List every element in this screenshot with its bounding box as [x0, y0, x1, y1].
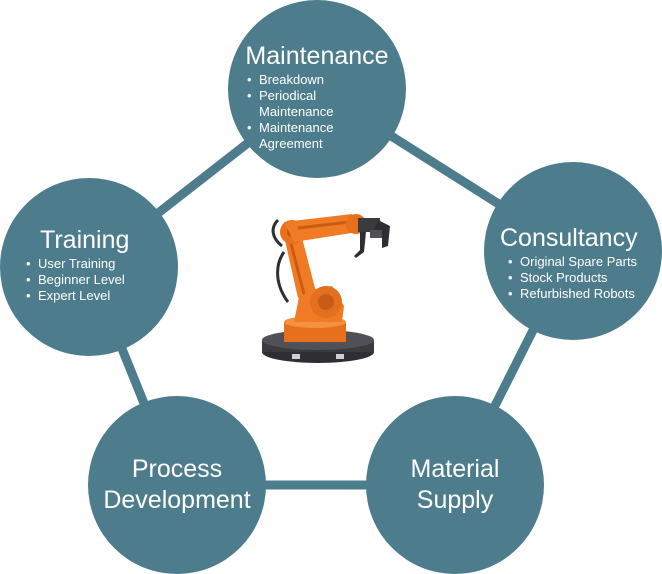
training-list: User Training Beginner Level Expert Leve… [24, 256, 164, 304]
industrial-robot-arm-icon [262, 214, 390, 363]
node-process-development: Process Development [88, 396, 266, 574]
list-item: User Training [24, 256, 164, 272]
material-title-line2: Supply [416, 486, 494, 514]
consultancy-list: Original Spare Parts Stock Products Refu… [506, 254, 662, 302]
training-title: Training [40, 226, 130, 254]
list-item: Beginner Level [24, 272, 164, 288]
list-item: Expert Level [24, 288, 164, 304]
maintenance-title: Maintenance [245, 42, 389, 70]
list-item: Stock Products [506, 270, 662, 286]
list-item: Original Spare Parts [506, 254, 662, 270]
node-material-supply: Material Supply [366, 396, 544, 574]
list-item: Refurbished Robots [506, 286, 662, 302]
consultancy-title: Consultancy [500, 224, 638, 252]
node-maintenance: Maintenance Breakdown Periodical Mainten… [228, 0, 406, 178]
maintenance-list: Breakdown Periodical Maintenance Mainten… [245, 72, 385, 152]
material-title-line1: Material [410, 455, 500, 483]
list-item: Breakdown [245, 72, 385, 88]
list-item: Maintenance Agreement [245, 120, 385, 152]
list-item: Periodical Maintenance [245, 88, 385, 120]
node-training: Training User Training Beginner Level Ex… [0, 178, 178, 356]
node-consultancy: Consultancy Original Spare Parts Stock P… [484, 162, 662, 340]
process-title-line1: Process [131, 455, 223, 483]
process-title-line2: Development [103, 486, 251, 514]
